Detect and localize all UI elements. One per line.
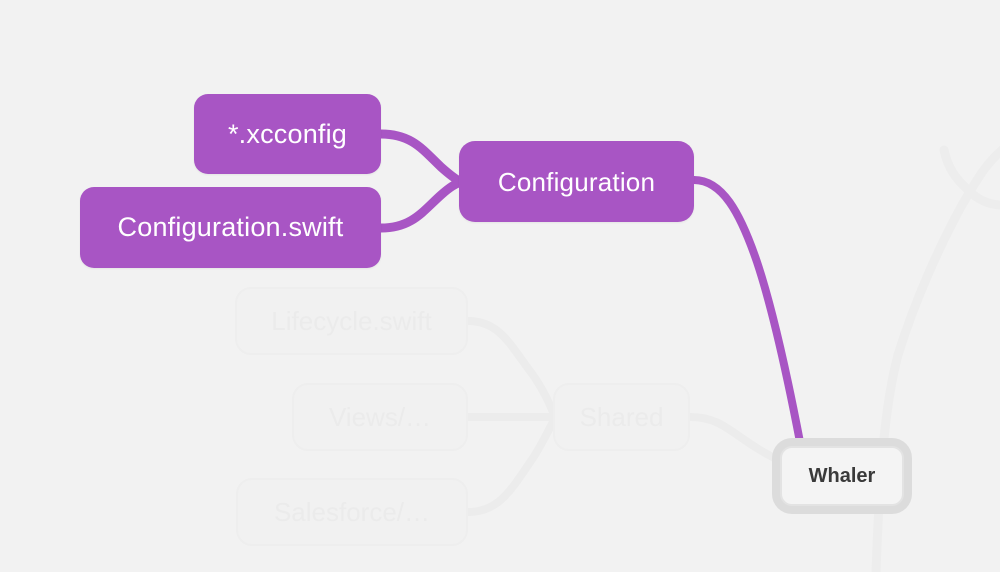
node-views[interactable]: Views/… <box>292 383 468 451</box>
node-salesforce[interactable]: Salesforce/… <box>236 478 468 546</box>
edge-salesforce-to-shared <box>464 418 557 516</box>
node-label-root-whaler: Whaler <box>808 465 876 487</box>
node-label-configuration: Configuration <box>497 166 656 197</box>
edge-lifecycle-to-shared <box>464 317 557 416</box>
node-root-whaler[interactable]: Whaler <box>780 446 904 506</box>
node-shared[interactable]: Shared <box>553 383 690 451</box>
node-label-salesforce: Salesforce/… <box>273 497 431 527</box>
edge-faded-stray <box>871 145 1000 572</box>
node-label-configuration-swift: Configuration.swift <box>117 212 344 242</box>
edge-configuration-to-root <box>690 176 804 446</box>
node-xcconfig[interactable]: *.xcconfig <box>194 94 381 174</box>
node-configuration[interactable]: Configuration <box>459 141 694 222</box>
edge-faded-stray-2 <box>939 145 1000 210</box>
edge-xcconfig-to-configuration <box>376 129 466 187</box>
node-label-views: Views/… <box>328 402 432 432</box>
node-configuration-swift[interactable]: Configuration.swift <box>80 187 381 268</box>
node-label-xcconfig: *.xcconfig <box>227 118 348 149</box>
node-label-lifecycle-swift: Lifecycle.swift <box>271 306 432 336</box>
edge-configuration-swift-to-configuration <box>376 177 466 233</box>
node-label-shared: Shared <box>579 402 664 432</box>
node-lifecycle-swift[interactable]: Lifecycle.swift <box>235 287 468 355</box>
